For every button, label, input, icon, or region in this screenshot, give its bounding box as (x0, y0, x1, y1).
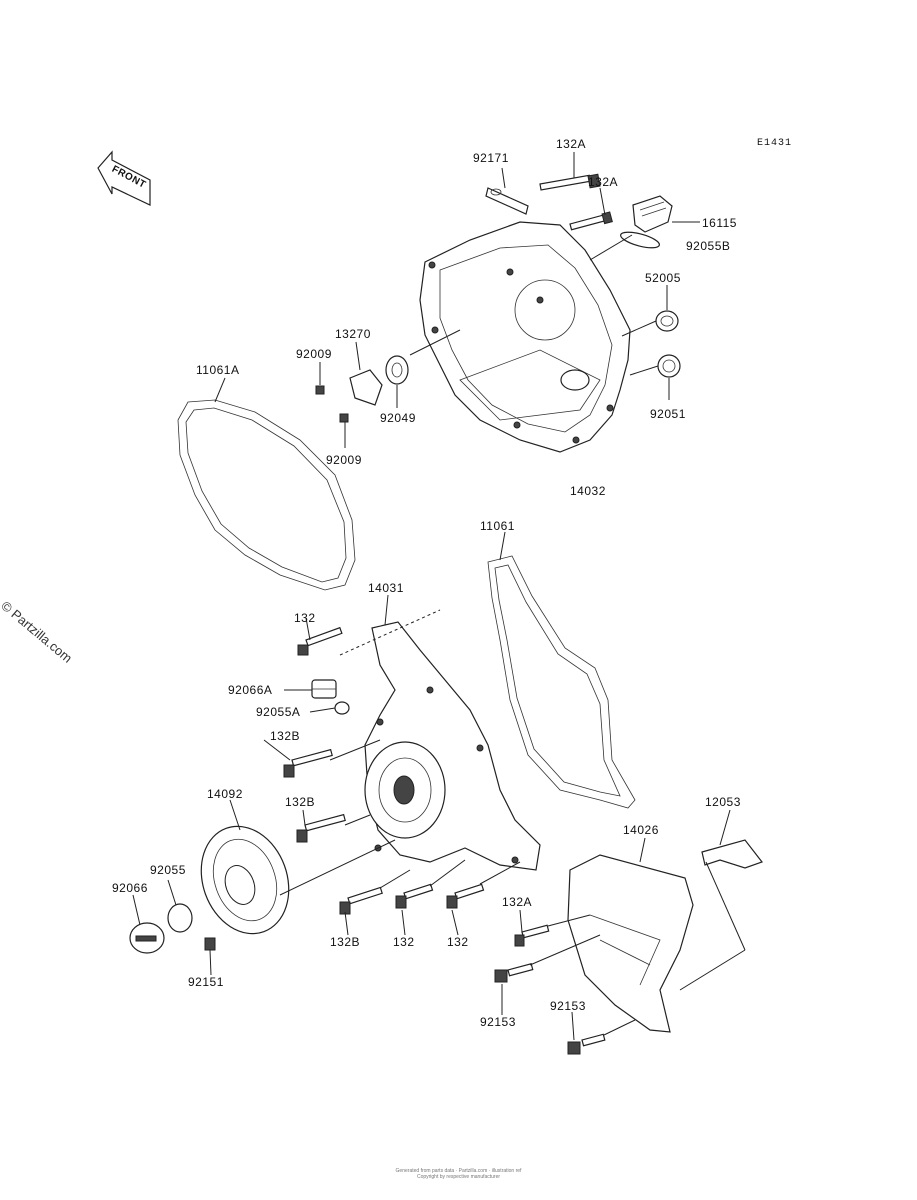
bolt-132-b2 (446, 883, 485, 909)
label-12053: 12053 (705, 795, 741, 809)
o-ring-92055B (620, 231, 660, 249)
part-labels: 92171 132A 132A 16115 92055B 52005 92051… (112, 137, 741, 1029)
label-132B-b: 132B (285, 795, 315, 809)
bolt-92153-b (567, 1033, 606, 1055)
label-132A-top: 132A (556, 137, 586, 151)
label-132B-c: 132B (330, 935, 360, 949)
label-132-left: 132 (294, 611, 316, 625)
label-92153-a: 92153 (480, 1015, 516, 1029)
bolt-132A-top (539, 173, 601, 191)
sprocket-cover-14026 (567, 854, 694, 1033)
bolt-132A-low (514, 924, 550, 947)
footer-line1: Generated from parts data · Partzilla.co… (395, 1168, 522, 1174)
label-52005: 52005 (645, 271, 681, 285)
gasket-11061 (487, 555, 636, 809)
label-14031: 14031 (368, 581, 404, 595)
label-132A-mid: 132A (588, 175, 618, 189)
screw-92151 (204, 937, 216, 951)
label-92009-top: 92009 (296, 347, 332, 361)
label-92055B: 92055B (686, 239, 730, 253)
plate-13270 (349, 369, 383, 406)
oil-seal-92051 (657, 354, 681, 378)
oil-seal-52005 (655, 310, 679, 332)
plug-92066A (311, 679, 337, 699)
o-ring-92055A (334, 701, 350, 715)
bolt-132B-b (296, 813, 346, 843)
bolt-92153-a (494, 963, 534, 983)
label-132-b2: 132 (447, 935, 469, 949)
footer-line2: Copyright by respective manufacturer (416, 1174, 501, 1180)
label-14026: 14026 (623, 823, 659, 837)
screw-92009-top (315, 385, 325, 395)
label-132-b1: 132 (393, 935, 415, 949)
screw-92009-bot (339, 413, 349, 423)
label-11061: 11061 (480, 519, 515, 533)
label-92066: 92066 (112, 881, 148, 895)
label-132A-low: 132A (502, 895, 532, 909)
generator-cover-14031 (364, 621, 541, 871)
bolt-132B-c (339, 886, 383, 915)
plug-92066 (129, 922, 165, 954)
oil-filler-cap-16115 (632, 195, 673, 233)
label-92055: 92055 (150, 863, 186, 877)
gasket-11061A (177, 399, 356, 591)
label-132B-a: 132B (270, 729, 300, 743)
o-ring-92055 (167, 903, 193, 933)
bracket-12053 (701, 839, 763, 951)
label-92066A: 92066A (228, 683, 272, 697)
bolt-132B-a (283, 748, 333, 778)
label-16115: 16115 (702, 216, 737, 230)
bolt-132-left (297, 626, 343, 656)
label-92153-b: 92153 (550, 999, 586, 1013)
diagram-code: E1431 (756, 138, 792, 149)
bolt-132-b1 (395, 883, 434, 909)
leader-lines (132, 152, 746, 1041)
label-92051: 92051 (650, 407, 686, 421)
clamp-92171 (485, 187, 529, 215)
front-arrow-icon: FRONT (97, 150, 151, 206)
label-11061A: 11061A (196, 363, 239, 377)
label-14092: 14092 (207, 787, 243, 801)
oil-seal-92049 (385, 355, 409, 385)
cover-14092 (200, 825, 290, 935)
clutch-cover-14032 (419, 221, 631, 453)
label-92151: 92151 (188, 975, 224, 989)
label-92009-bot: 92009 (326, 453, 362, 467)
label-13270: 13270 (335, 327, 371, 341)
bolt-132A-mid (569, 211, 613, 231)
label-92049: 92049 (380, 411, 416, 425)
label-14032: 14032 (570, 484, 606, 498)
footer: Generated from parts data · Partzilla.co… (0, 1168, 917, 1180)
label-92171: 92171 (473, 151, 509, 165)
label-92055A: 92055A (256, 705, 300, 719)
